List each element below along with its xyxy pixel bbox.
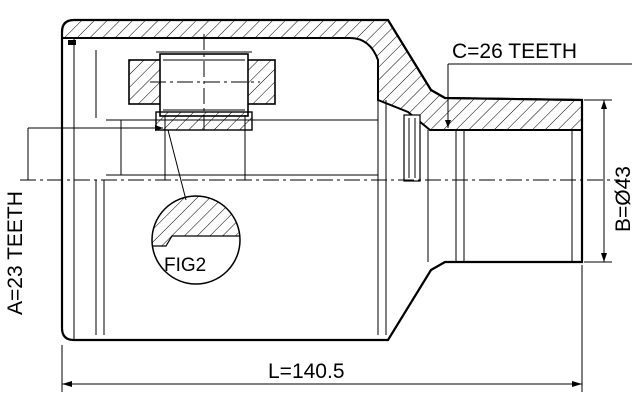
housing-outline (60, 18, 584, 342)
spline-c-label: C=26 TEETH (452, 40, 577, 63)
length-l-label: L=140.5 (268, 360, 345, 383)
snap-ring-groove (403, 114, 421, 182)
diameter-b-label: B=Ø43 (612, 166, 635, 232)
spline-a-label: A=23 TEETH (4, 191, 27, 315)
fig2-label: FIG2 (164, 255, 206, 276)
